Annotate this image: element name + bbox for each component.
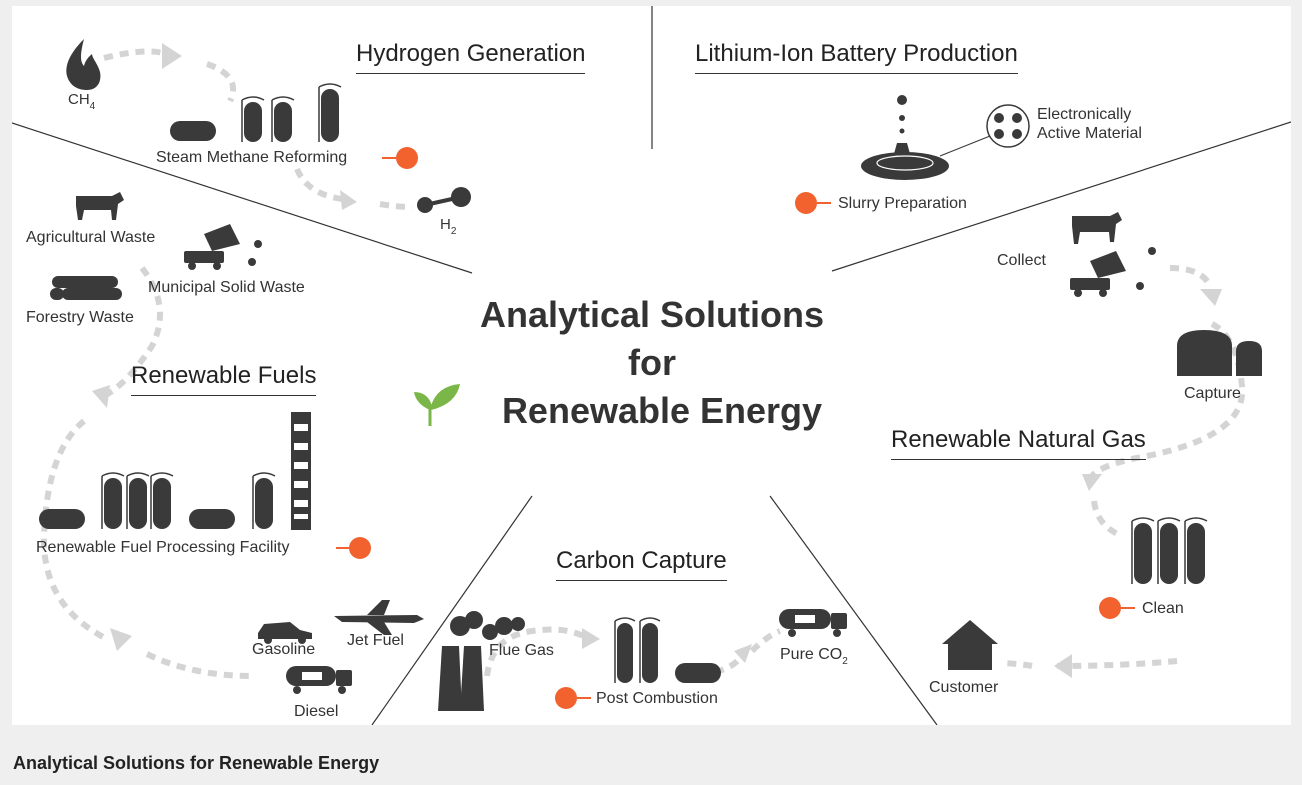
cow-icon — [1072, 212, 1122, 244]
logs-icon — [50, 276, 122, 300]
active-material-icon — [986, 104, 1030, 148]
flue-gas-label: Flue Gas — [489, 642, 554, 659]
jet-fuel-label: Jet Fuel — [347, 632, 404, 649]
house-icon — [942, 620, 998, 670]
arrow-heads — [92, 43, 1222, 678]
section-gas: Renewable Natural Gas — [891, 426, 1146, 460]
analysis-point-dot — [349, 537, 371, 559]
agricultural-waste-label: Agricultural Waste — [26, 229, 156, 246]
post-combustion-label: Post Combustion — [596, 690, 718, 707]
diagram-panel: Analytical Solutions for Renewable Energ… — [12, 6, 1291, 725]
main-title-line1: Analytical Solutions — [479, 294, 825, 335]
tank-horizontal-icon — [39, 509, 85, 529]
droplet-icon — [897, 95, 907, 105]
forestry-waste-label: Forestry Waste — [26, 309, 134, 326]
slurry-label: Slurry Preparation — [838, 195, 967, 212]
lithium-icons — [861, 95, 949, 180]
fuels-icons — [39, 192, 424, 694]
section-hydrogen: Hydrogen Generation — [356, 40, 586, 74]
carbon-icons — [438, 609, 847, 711]
figure-caption: Analytical Solutions for Renewable Energ… — [13, 753, 380, 773]
tank-vertical-icon — [244, 102, 262, 142]
car-icon — [258, 622, 312, 644]
collect-label: Collect — [997, 252, 1046, 269]
analysis-point-dot — [396, 147, 418, 169]
airplane-icon — [334, 600, 424, 635]
diagram-artwork — [12, 6, 1291, 725]
processing-facility-label: Renewable Fuel Processing Facility — [36, 539, 290, 556]
active-material-label: Electronically Active Material — [1037, 106, 1142, 143]
analysis-point-dot — [1099, 597, 1121, 619]
main-title-line2: for — [628, 342, 676, 383]
hydrogen-icons — [66, 39, 471, 213]
h2-molecule-icon — [417, 187, 471, 213]
gasoline-label: Gasoline — [252, 641, 316, 658]
capture-label: Capture — [1184, 385, 1241, 402]
customer-label: Customer — [929, 679, 999, 696]
garbage-truck-icon — [184, 224, 262, 270]
cow-icon — [76, 192, 124, 220]
steam-reforming-label: Steam Methane Reforming — [156, 149, 348, 166]
clean-label: Clean — [1142, 600, 1184, 617]
h2-label: H2 — [440, 216, 457, 237]
gas-icons — [942, 212, 1262, 670]
pure-co2-label: Pure CO2 — [780, 646, 848, 667]
analysis-point-dot — [555, 687, 577, 709]
analysis-point-dot — [795, 192, 817, 214]
digester-dome-icon — [1177, 330, 1232, 376]
main-title: Analytical Solutions for Renewable Energ… — [452, 291, 852, 435]
sprout-icon — [414, 384, 460, 426]
flame-icon — [66, 39, 101, 90]
main-title-line3: Renewable Energy — [501, 390, 823, 431]
ch4-label: CH4 — [68, 91, 96, 112]
section-carbon: Carbon Capture — [556, 547, 727, 581]
smokestack-icon — [438, 611, 525, 711]
section-fuels: Renewable Fuels — [131, 362, 317, 396]
section-lithium: Lithium-Ion Battery Production — [695, 40, 1018, 74]
tank-horizontal-icon — [170, 121, 216, 141]
garbage-truck-icon — [1070, 247, 1156, 297]
section-dividers — [12, 6, 1291, 725]
municipal-waste-label: Municipal Solid Waste — [148, 279, 305, 296]
diesel-label: Diesel — [294, 703, 339, 720]
